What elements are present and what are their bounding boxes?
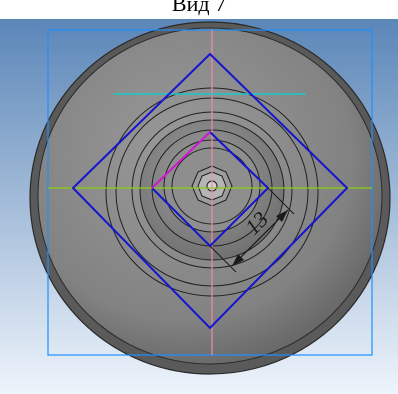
frame-rectangle[interactable]: [47, 29, 373, 356]
part-body: [29, 21, 391, 375]
highlighted-edge[interactable]: [151, 131, 211, 189]
inner-square-sketch[interactable]: [151, 131, 270, 248]
outer-square-sketch[interactable]: [71, 52, 349, 330]
view-caption: Вид 7: [171, 0, 227, 16]
